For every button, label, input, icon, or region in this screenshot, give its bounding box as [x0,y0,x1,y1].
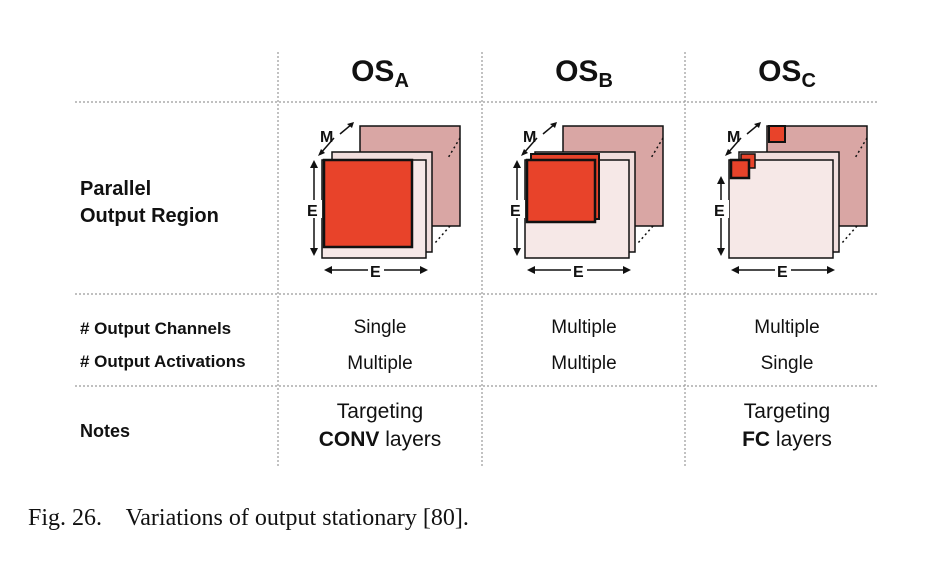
e-horizontal-label: E [573,264,584,281]
e-horizontal-label: E [777,264,788,281]
cell-notes-os-a: Targeting CONV layers [318,400,442,451]
m-label: M [523,129,536,146]
parallel-region-highlight [729,158,751,180]
cell-activations-os-c: Single [760,353,814,374]
e-horizontal-label: E [370,264,381,281]
column-header-os-b: OSB [555,55,613,92]
cell-activations-os-b: Multiple [551,353,617,374]
e-vertical-label: E [714,203,725,220]
cell-channels-os-c: Multiple [754,317,820,338]
parallel-region-highlight [322,158,414,249]
cell-channels-os-a: Single [353,317,407,338]
column-header-os-c: OSC [758,55,816,92]
parallel-region-highlight [525,158,597,224]
cell-channels-os-b: Multiple [551,317,617,338]
m-label: M [727,129,740,146]
diagram-os-a: M E E [306,122,461,281]
e-vertical-label: E [510,203,521,220]
parallel-region-highlight-back [768,125,786,143]
diagram-os-b: M E E [509,122,664,281]
row-label-notes: Notes [80,421,131,441]
row-label-output-channels: # Output Channels [80,319,232,338]
figure-caption: Fig. 26. Variations of output stationary… [28,505,469,531]
row-label-parallel-output-region: Parallel Output Region [80,178,219,227]
row-label-output-activations: # Output Activations [80,352,246,371]
diagram-os-c: M E E [713,122,868,281]
e-vertical-label: E [307,203,318,220]
column-header-os-a: OSA [351,55,409,92]
cell-notes-os-c: Targeting FC layers [742,400,832,451]
m-label: M [320,129,333,146]
cell-activations-os-a: Multiple [347,353,413,374]
